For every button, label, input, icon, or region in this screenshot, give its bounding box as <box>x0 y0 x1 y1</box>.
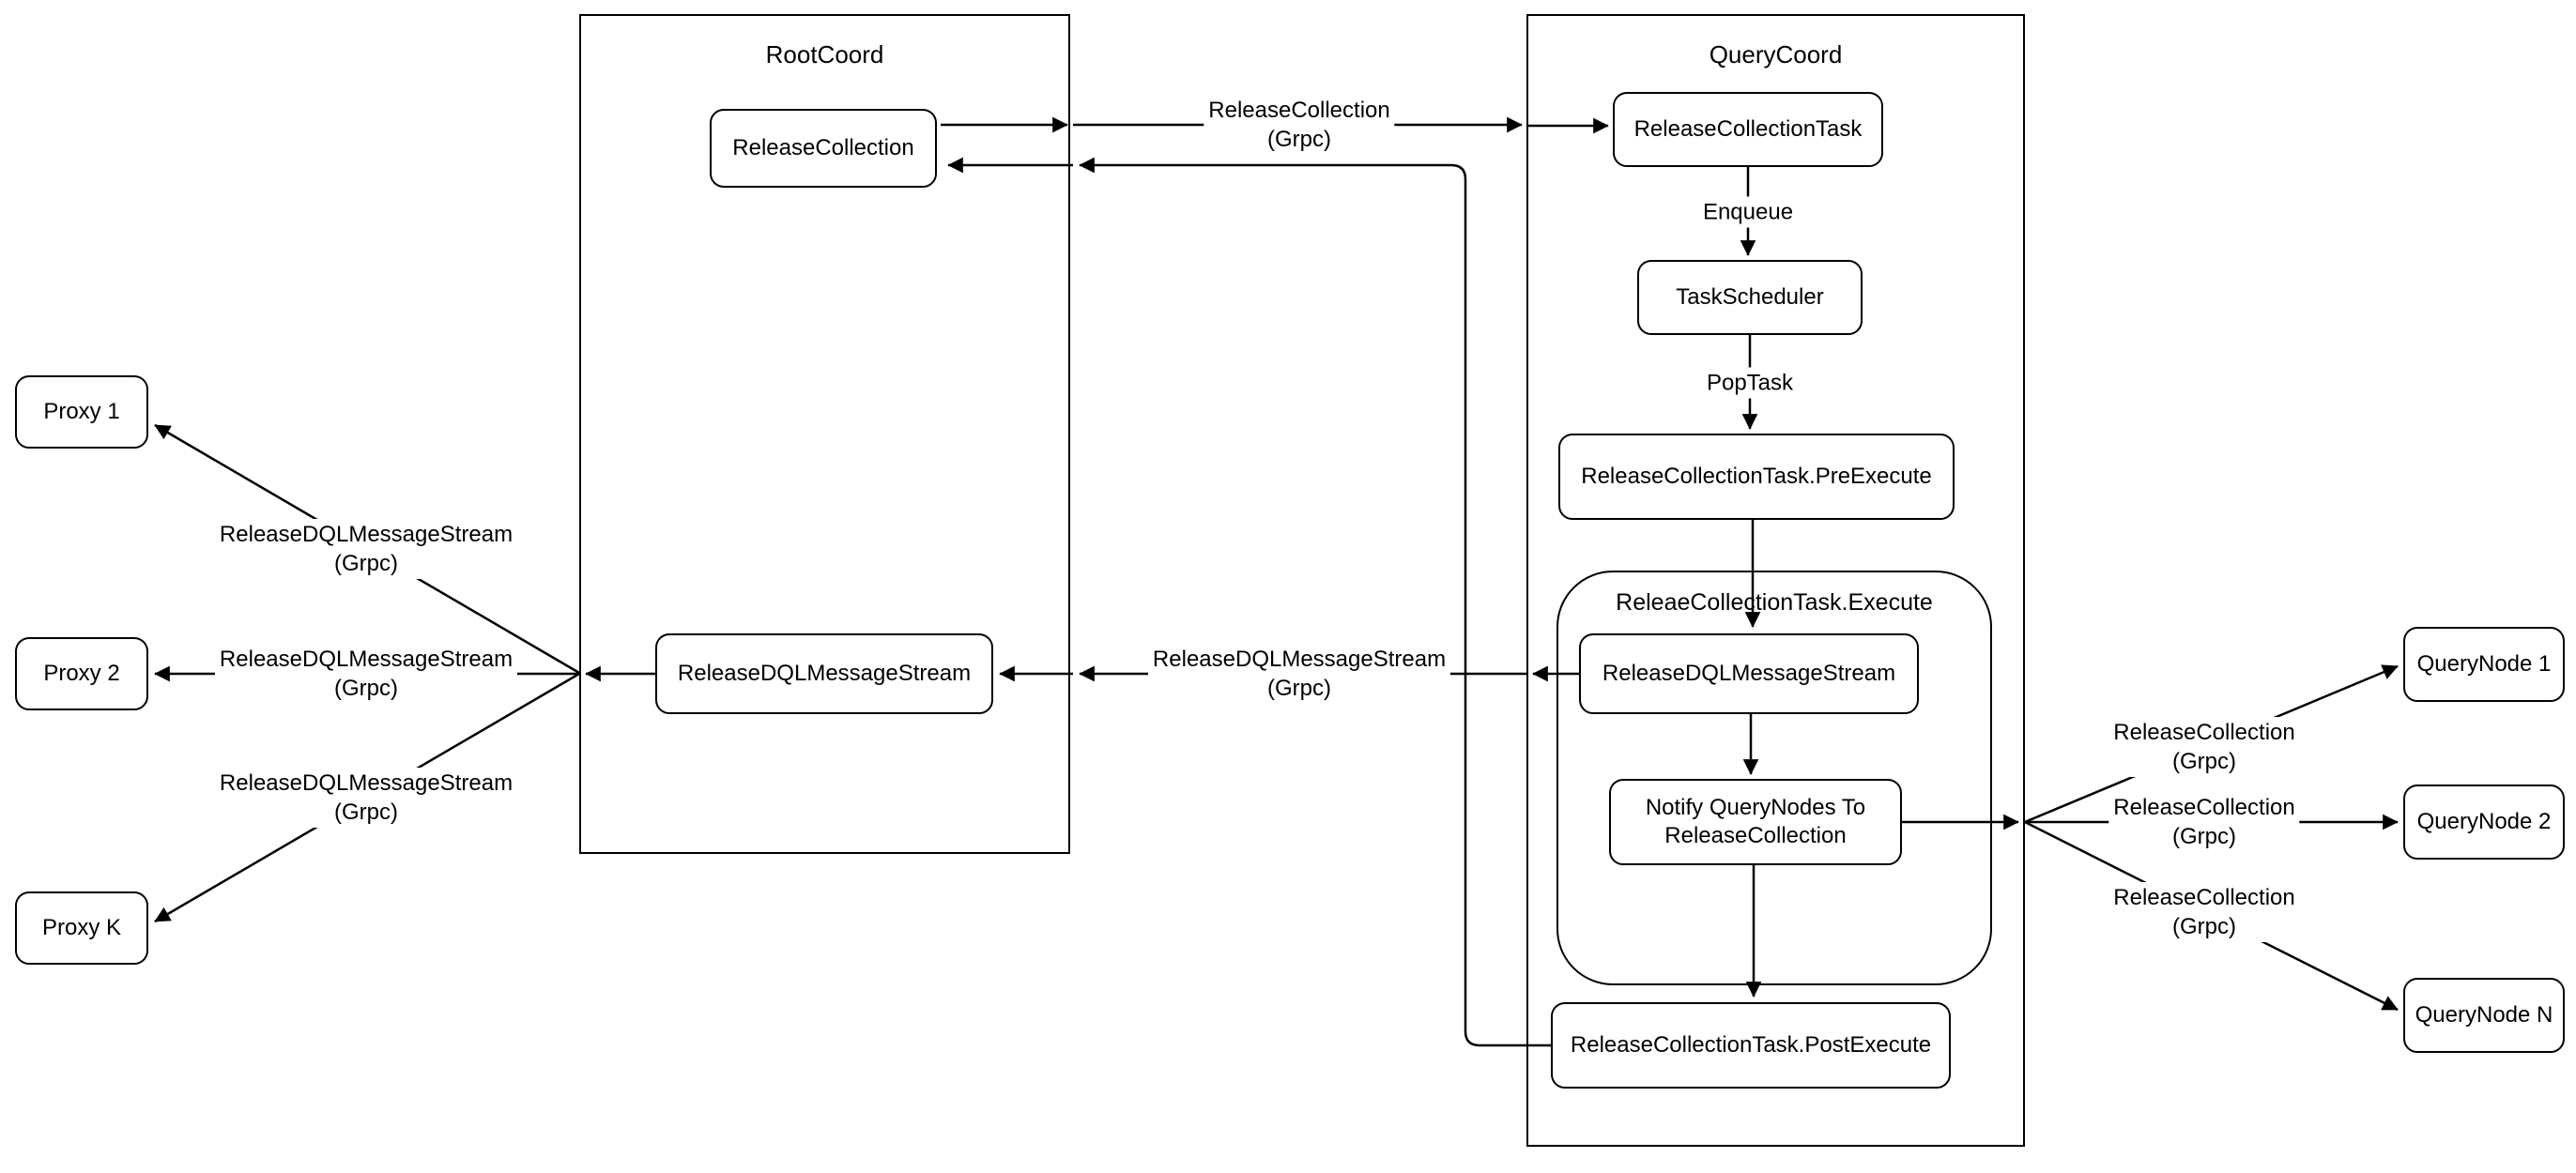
container-rootcoord: RootCoord <box>579 14 1070 854</box>
edge-label-poptask: PopTask <box>1701 367 1799 399</box>
node-label: ReleaseCollectionTask.PreExecute <box>1581 464 1932 489</box>
edge-label-line: ReleaseDQLMessageStream <box>219 770 514 796</box>
node-label: QueryNode 2 <box>2416 809 2552 834</box>
node-label: TaskScheduler <box>1676 284 1824 310</box>
container-execute-group-title: ReleaeCollectionTask.Execute <box>1616 589 1933 616</box>
edge-label-enqueue: Enqueue <box>1697 196 1799 228</box>
node-taskscheduler: TaskScheduler <box>1637 260 1863 335</box>
edge-label-dqlstream-grpc-mid: ReleaseDQLMessageStream (Grpc) <box>1147 644 1451 704</box>
node-notify-querynodes: Notify QueryNodes To ReleaseCollection <box>1609 779 1902 865</box>
edge-label-line: ReleaseDQLMessageStream <box>219 647 514 672</box>
node-label: Notify QueryNodes To ReleaseCollection <box>1645 795 1866 848</box>
node-label: ReleaseCollection <box>732 135 914 160</box>
node-label: QueryNode 1 <box>2416 651 2552 677</box>
node-label: Proxy K <box>41 915 122 940</box>
edge-label-line: (Grpc) <box>1266 127 1331 152</box>
edge-label-line: ReleaseCollection <box>1208 98 1390 123</box>
node-postexecute: ReleaseCollectionTask.PostExecute <box>1551 1002 1951 1089</box>
node-releasecollectiontask: ReleaseCollectionTask <box>1613 92 1883 167</box>
edge-label-line: (Grpc) <box>333 676 398 701</box>
edge-label-line: ReleaseCollection <box>2113 885 2295 910</box>
edge-label-releasecollection-grpc-top: ReleaseCollection (Grpc) <box>1204 95 1395 155</box>
node-proxy-k: Proxy K <box>15 891 148 965</box>
edge-label-line: (Grpc) <box>333 800 398 825</box>
edge-label-line: ReleaseDQLMessageStream <box>1152 647 1447 672</box>
node-releasedqlmessagestream-rootcoord: ReleaseDQLMessageStream <box>655 633 993 714</box>
container-execute-group: ReleaeCollectionTask.Execute <box>1556 571 1992 985</box>
node-label: Proxy 1 <box>43 399 120 424</box>
node-querynode-1: QueryNode 1 <box>2403 627 2565 702</box>
edge-label-dqlstream-grpc-proxy2: ReleaseDQLMessageStream (Grpc) <box>214 644 518 704</box>
container-querycoord-title: QueryCoord <box>1709 40 1843 69</box>
node-querynode-n: QueryNode N <box>2403 978 2565 1053</box>
edge-label-releasecollection-grpc-qn2: ReleaseCollection (Grpc) <box>2108 792 2300 852</box>
container-querycoord: QueryCoord <box>1526 14 2025 1147</box>
edge-label-line: (Grpc) <box>2171 824 2236 849</box>
node-querynode-2: QueryNode 2 <box>2403 785 2565 860</box>
edge-label-line: (Grpc) <box>333 551 398 576</box>
node-label: ReleaseCollectionTask.PostExecute <box>1570 1032 1932 1058</box>
node-label: Proxy 2 <box>43 661 120 686</box>
node-label: ReleaseDQLMessageStream <box>1602 661 1896 686</box>
edge-label-dqlstream-grpc-proxy1: ReleaseDQLMessageStream (Grpc) <box>214 519 518 579</box>
node-label: ReleaseCollectionTask <box>1633 116 1863 142</box>
edge-label-dqlstream-grpc-proxyk: ReleaseDQLMessageStream (Grpc) <box>214 768 518 828</box>
edge-postexecute-return <box>1079 157 1551 1047</box>
node-releasedqlmessagestream-querycoord: ReleaseDQLMessageStream <box>1579 633 1919 714</box>
edge-label-line: PopTask <box>1706 370 1794 396</box>
edge-label-line: (Grpc) <box>2171 914 2236 939</box>
node-releasecollection: ReleaseCollection <box>710 109 937 188</box>
container-rootcoord-title: RootCoord <box>765 40 884 69</box>
edge-label-line: ReleaseCollection <box>2113 795 2295 820</box>
edge-label-line: (Grpc) <box>2171 749 2236 774</box>
edge-label-releasecollection-grpc-qnn: ReleaseCollection (Grpc) <box>2108 882 2300 942</box>
node-proxy-1: Proxy 1 <box>15 375 148 449</box>
node-proxy-2: Proxy 2 <box>15 637 148 710</box>
edge-label-releasecollection-grpc-qn1: ReleaseCollection (Grpc) <box>2108 717 2300 777</box>
edge-label-line: (Grpc) <box>1266 676 1331 701</box>
node-label: QueryNode N <box>2415 1002 2553 1028</box>
node-label: ReleaseDQLMessageStream <box>677 661 972 686</box>
edge-label-line: ReleaseCollection <box>2113 720 2295 745</box>
edge-label-line: Enqueue <box>1702 199 1794 225</box>
edge-label-line: ReleaseDQLMessageStream <box>219 522 514 547</box>
node-preexecute: ReleaseCollectionTask.PreExecute <box>1558 434 1955 520</box>
